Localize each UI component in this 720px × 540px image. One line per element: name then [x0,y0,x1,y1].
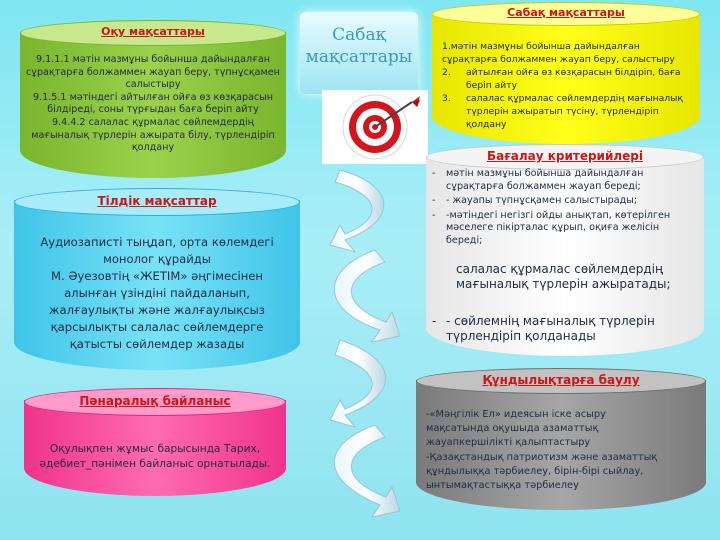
connector-arrows [329,169,401,518]
criteria-title: Бағалау критерийлері [486,149,644,163]
lesson-goals-title: Сабақ мақсаттары [507,6,625,19]
values-line: ынтымақтастыққа тәрбиелеу [426,480,579,492]
arrow-4 [333,424,401,518]
learning-goal-line: қолдану [131,142,175,154]
language-goals-title: Тілдік мақсаттар [97,194,217,208]
interdisciplinary-line: Оқулықпен жұмыс барысында Тарих, [49,443,261,455]
learning-goal-line: 9.4.4.2 салалас құрмалас сөйлемдердің [51,116,255,128]
center-title-line1: Сабақ [332,25,386,45]
arrow-1 [329,169,385,253]
values-line: құндылыққа тәрбиелеу, бірін-бірі сыйлау, [426,465,644,477]
values-line: -Қазақстандық патриотизм және азаматтық [426,451,658,463]
target-dart-icon [322,90,428,164]
criteria-extra: салалас құрмалас сөйлемдердің мағыналық … [456,262,671,291]
criteria-item: -мәтіндегі негізгі ойды анықтап, көтеріл… [432,210,694,248]
language-goal-line: қарсылықты салалас сөйлемдерге [50,320,264,334]
learning-goals-cylinder: Оқу мақсаттары 9.1.1.1 мәтін мазмұны бой… [20,20,286,190]
criteria-last-item: - сөйлемнің мағыналық түрлерін түрлендір… [432,314,694,344]
center-title-box: Сабақ мақсаттары [300,12,418,94]
values-line: мақсатында оқушыда азаматтық [426,423,599,435]
language-goal-line: жалғаулықты және жалғаулықсыз [49,303,265,317]
lesson-goals-cylinder: Сабақ мақсаттары 1.мәтін мазмұны бойынша… [432,2,700,150]
learning-goal-line: білдіреді, соны түрғыдан баға беріп айту [47,104,259,116]
values-line: -«Мәңгілік Ел» идеясын іске асыру [426,409,606,420]
interdisciplinary-cylinder: Пәнаралық байланыс Оқулықпен жұмыс барыс… [24,388,286,500]
interdisciplinary-title: Пәнаралық байланыс [79,394,231,408]
language-goal-line: М. Әуезовтің «ЖЕТІМ» әңгімесінен [51,269,263,283]
arrow-3 [329,339,387,428]
learning-goals-title: Оқу мақсаттары [101,25,205,38]
criteria-cylinder: Бағалау критерийлері мәтін мазмұны бойын… [426,144,704,364]
learning-goal-line: салыстыру [125,79,181,91]
criteria-item: мәтін мазмұны бойынша дайындалған сұрақт… [432,168,694,193]
lesson-goal-item-1: 1.мәтін мазмұны бойынша дайындалған сұра… [442,41,675,65]
language-goal-line: қатысты сөйлемдер жазады [69,337,245,351]
learning-goal-line: сұрақтарға болжаммен жауап беру, түпнұсқ… [26,66,280,78]
values-cylinder: Құндылықтарға баулу -«Мәңгілік Ел» идеяс… [416,368,706,516]
values-line: жауапкершілікті қалыптастыру [426,437,591,449]
values-title: Құндылықтарға баулу [482,373,640,387]
language-goals-cylinder: Тілдік мақсаттар Аудиозаписті тыңдап, ор… [14,188,300,378]
arrow-2 [333,249,401,343]
center-title-line2: мақсаттары [305,47,413,67]
learning-goal-line: 9.1.5.1 мәтіндегі айтылған ойға өз көзқа… [32,91,274,103]
language-goal-line: Аудиозаписті тыңдап, орта көлемдегі [40,235,274,249]
learning-goal-line: мағыналық түрлерін ажырата білу, түрленд… [31,129,275,141]
language-goal-line: монолог құрайды [103,252,211,266]
lesson-goal-item-2: 2.айтылған ойға өз көзқарасын білдіріп, … [442,67,681,91]
interdisciplinary-line: әдебиет_пәнімен байланыс орнатылады. [39,458,271,470]
criteria-item: - жауапы түпнұсқамен салыстырады; [432,195,694,208]
learning-goal-line: 9.1.1.1 мәтін мазмұны бойынша дайындалға… [36,54,270,65]
lesson-goal-item-3: 3.салалас құрмалас сөйлемдердің мағыналы… [442,93,683,130]
language-goal-line: алынған үзіндіні пайдаланып, [64,286,250,300]
